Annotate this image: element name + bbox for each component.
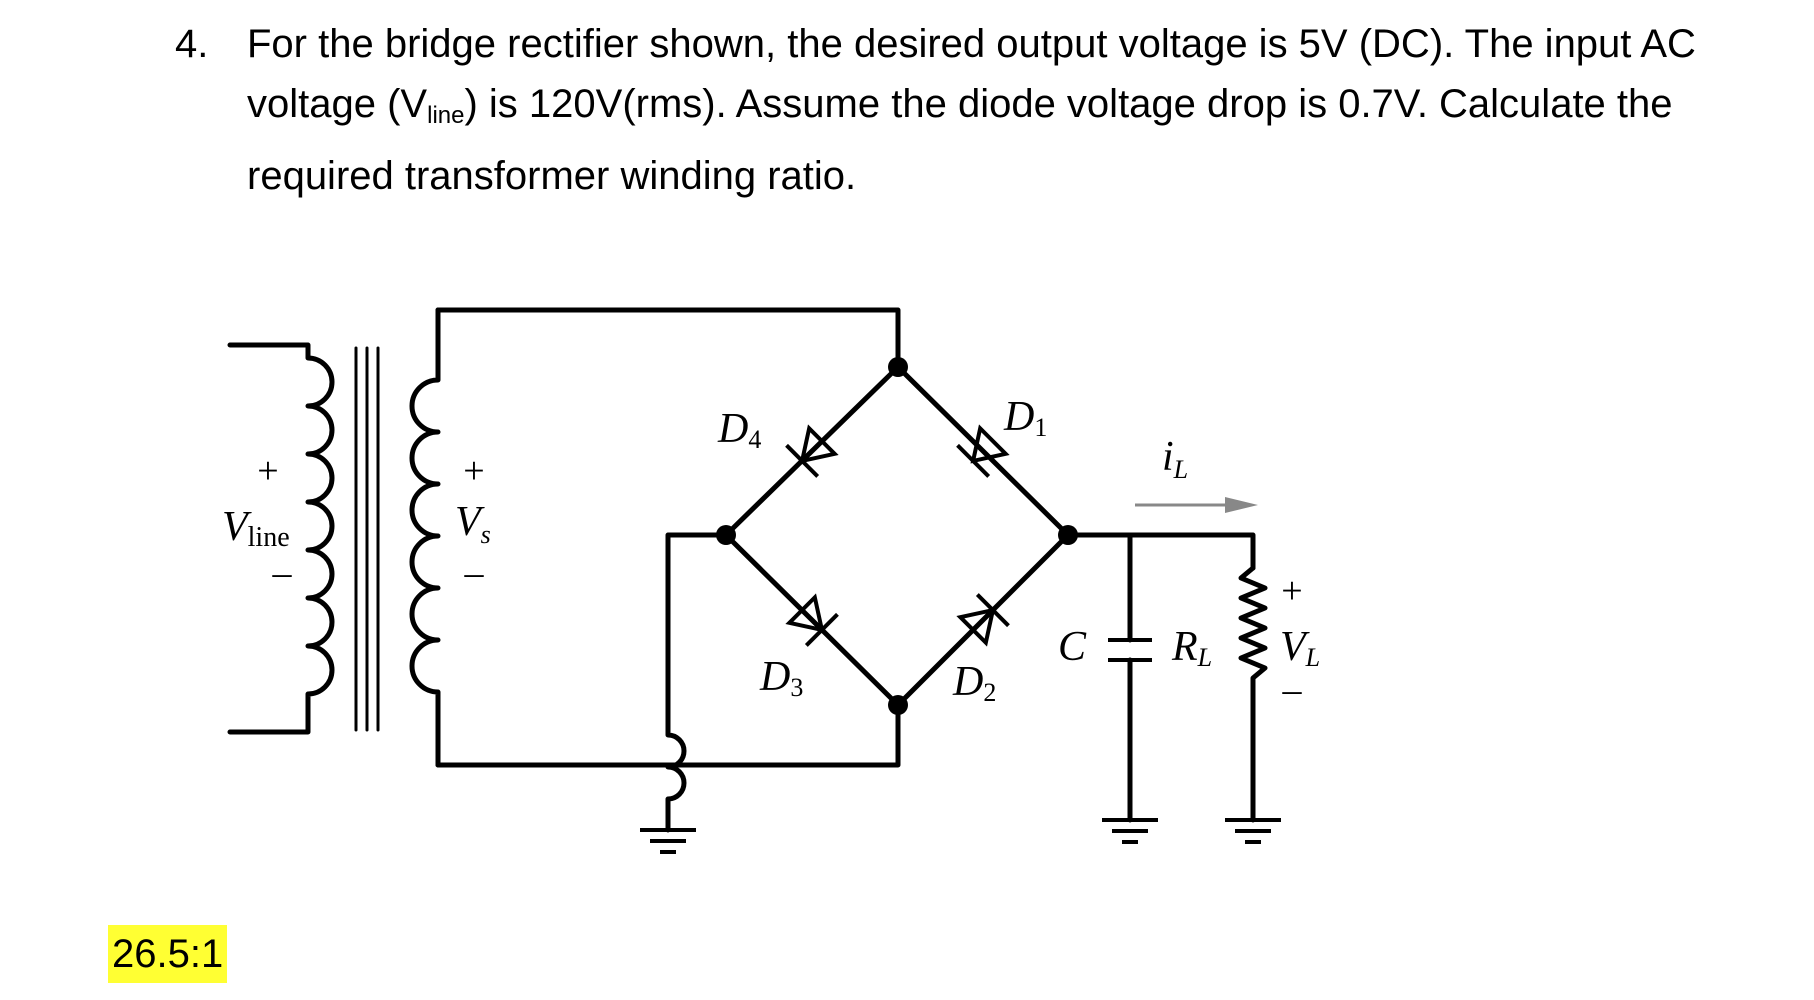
d1-label-sub: 1	[1034, 413, 1047, 442]
il-label-main: i	[1162, 434, 1174, 480]
d1-label: D1	[1003, 394, 1047, 442]
ground-icon	[1102, 818, 1158, 844]
secondary-winding	[409, 307, 441, 768]
question-number: 4.	[175, 22, 209, 66]
bridge-arm-d1	[895, 364, 1071, 538]
bridge-arm-d3	[723, 532, 901, 708]
vline-label-sub: line	[248, 522, 290, 553]
d2-label: D2	[952, 659, 996, 707]
vl-label-main: V	[1280, 624, 1310, 670]
ground-icon	[640, 828, 696, 854]
node-bottom	[888, 695, 908, 715]
d3-label-sub: 3	[790, 673, 803, 702]
bridge-arm-d2	[895, 532, 1071, 708]
rl-label-sub: L	[1197, 643, 1212, 672]
rl-label: RL	[1171, 624, 1212, 672]
diode-d1	[956, 424, 1010, 478]
vline-label-main: V	[222, 504, 252, 550]
ground-icon	[1225, 818, 1281, 844]
d3-label-main: D	[759, 654, 790, 700]
vline-label: Vline	[222, 504, 290, 553]
question-text: For the bridge rectifier shown, the desi…	[247, 14, 1777, 206]
vs-label-sub: s	[481, 520, 491, 549]
wire-ground-left	[665, 532, 729, 833]
vl-label: VL	[1280, 624, 1320, 672]
vl-label-sub: L	[1305, 643, 1320, 672]
diode-d3	[785, 593, 839, 647]
vline-plus: +	[257, 450, 278, 492]
rl-label-main: R	[1171, 624, 1198, 670]
d4-label: D4	[717, 406, 761, 454]
wire-output	[1065, 532, 1256, 571]
il-label-sub: L	[1173, 455, 1188, 484]
vline-minus: –	[272, 552, 293, 594]
diode-d2	[956, 593, 1010, 647]
highlighted-answer: 26.5:1	[108, 925, 228, 983]
vs-minus: –	[464, 552, 485, 594]
question-text-part1: For the bridge rectifier shown, the desi…	[247, 22, 1696, 126]
primary-winding	[227, 342, 335, 735]
d4-label-sub: 4	[748, 425, 761, 454]
vs-plus: +	[463, 450, 484, 492]
question-text-sub: line	[427, 102, 465, 129]
current-arrow-head	[1225, 497, 1258, 513]
vs-label: Vs	[455, 499, 491, 549]
d3-label: D3	[759, 654, 803, 702]
d4-label-main: D	[717, 406, 748, 452]
d2-label-main: D	[952, 659, 983, 705]
node-top	[888, 357, 908, 377]
vs-label-main: V	[455, 499, 485, 545]
vl-minus: –	[1282, 669, 1303, 711]
d2-label-sub: 2	[983, 678, 996, 707]
resistor-rl	[1238, 565, 1268, 823]
node-right	[1058, 525, 1078, 545]
bridge-arm-d4	[723, 364, 901, 538]
question-text-part2: ) is 120V(rms). Assume the diode voltage…	[247, 82, 1673, 198]
d1-label-main: D	[1003, 394, 1034, 440]
wire-bottom	[435, 702, 901, 768]
vl-plus: +	[1281, 570, 1302, 612]
c-label: C	[1058, 624, 1087, 670]
diode-d4	[785, 424, 839, 478]
wire-top	[435, 307, 901, 370]
il-label: iL	[1162, 434, 1188, 484]
node-left	[716, 525, 736, 545]
